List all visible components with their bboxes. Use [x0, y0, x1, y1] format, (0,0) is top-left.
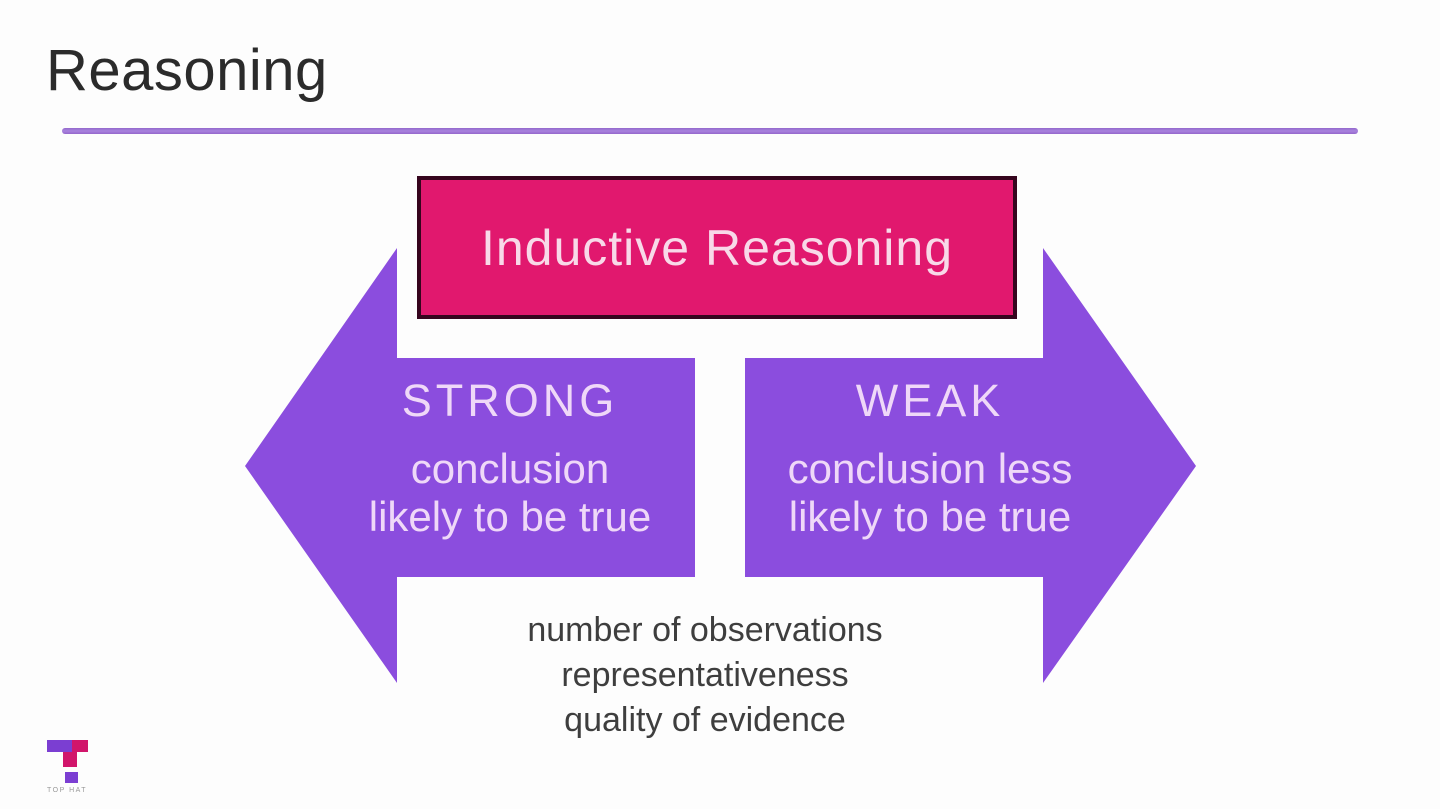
- top-hat-logo: TOP HAT: [47, 740, 107, 794]
- strong-left-arrow-shape: [245, 248, 695, 683]
- weak-right-arrow-shape: [745, 248, 1196, 683]
- factors-list: number of observations representativenes…: [405, 608, 1005, 743]
- strong-arrow-text: STRONG conclusion likely to be true: [335, 378, 685, 541]
- logo-bar-crimson-block: [72, 740, 88, 752]
- weak-description-line-1: conclusion less: [787, 445, 1073, 492]
- factor-number-of-observations: number of observations: [527, 611, 883, 649]
- inductive-reasoning-box: Inductive Reasoning: [417, 176, 1017, 319]
- title-underline: [62, 128, 1358, 134]
- top-hat-logo-stem: [63, 752, 77, 767]
- weak-heading: WEAK: [855, 375, 1005, 426]
- logo-bar-purple-block: [47, 740, 72, 752]
- weak-arrow-text: WEAK conclusion less likely to be true: [745, 378, 1115, 541]
- top-hat-wordmark: TOP HAT: [47, 787, 88, 794]
- strong-heading: STRONG: [401, 375, 619, 426]
- inductive-reasoning-label: Inductive Reasoning: [480, 219, 954, 276]
- strong-description-line-2: likely to be true: [368, 493, 652, 540]
- top-hat-logo-square: [65, 772, 78, 783]
- weak-description-line-2: likely to be true: [788, 493, 1072, 540]
- page-title: Reasoning: [46, 38, 328, 103]
- factor-representativeness: representativeness: [561, 656, 849, 694]
- factor-quality-of-evidence: quality of evidence: [564, 701, 846, 739]
- top-hat-logo-bar: [47, 740, 88, 752]
- strong-description-line-1: conclusion: [410, 445, 610, 492]
